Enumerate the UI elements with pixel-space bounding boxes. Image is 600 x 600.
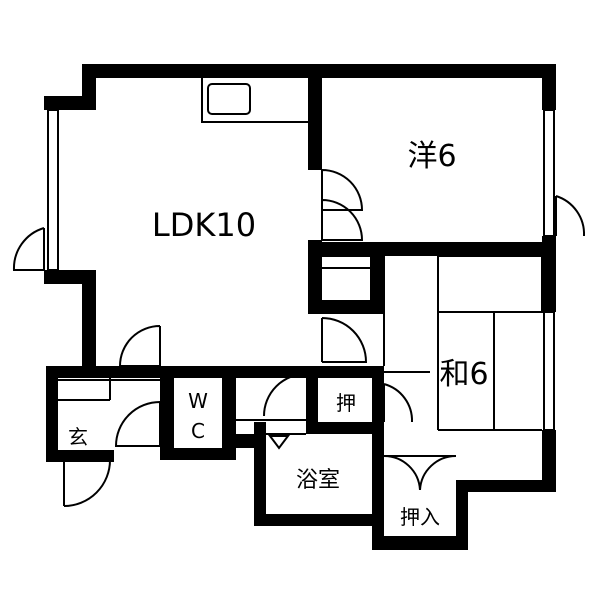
windows (47, 109, 555, 431)
room-label-japanese: 和6 (439, 357, 488, 392)
room-label-ldk: LDK10 (152, 206, 256, 244)
room-label-wc-w: W (188, 389, 208, 413)
bath-vent-icon (268, 435, 290, 450)
room-label-oshi: 押 (336, 391, 356, 415)
door-swings (12, 169, 586, 507)
room-label-entrance: 玄 (68, 425, 88, 449)
kitchen-sink (207, 83, 251, 115)
walls (44, 64, 556, 550)
thin-lines (58, 78, 543, 435)
room-label-bath: 浴室 (296, 468, 340, 493)
room-label-wc-c: C (191, 419, 205, 443)
room-label-oshiire: 押入 (400, 505, 440, 529)
room-label-western: 洋6 (407, 139, 456, 174)
